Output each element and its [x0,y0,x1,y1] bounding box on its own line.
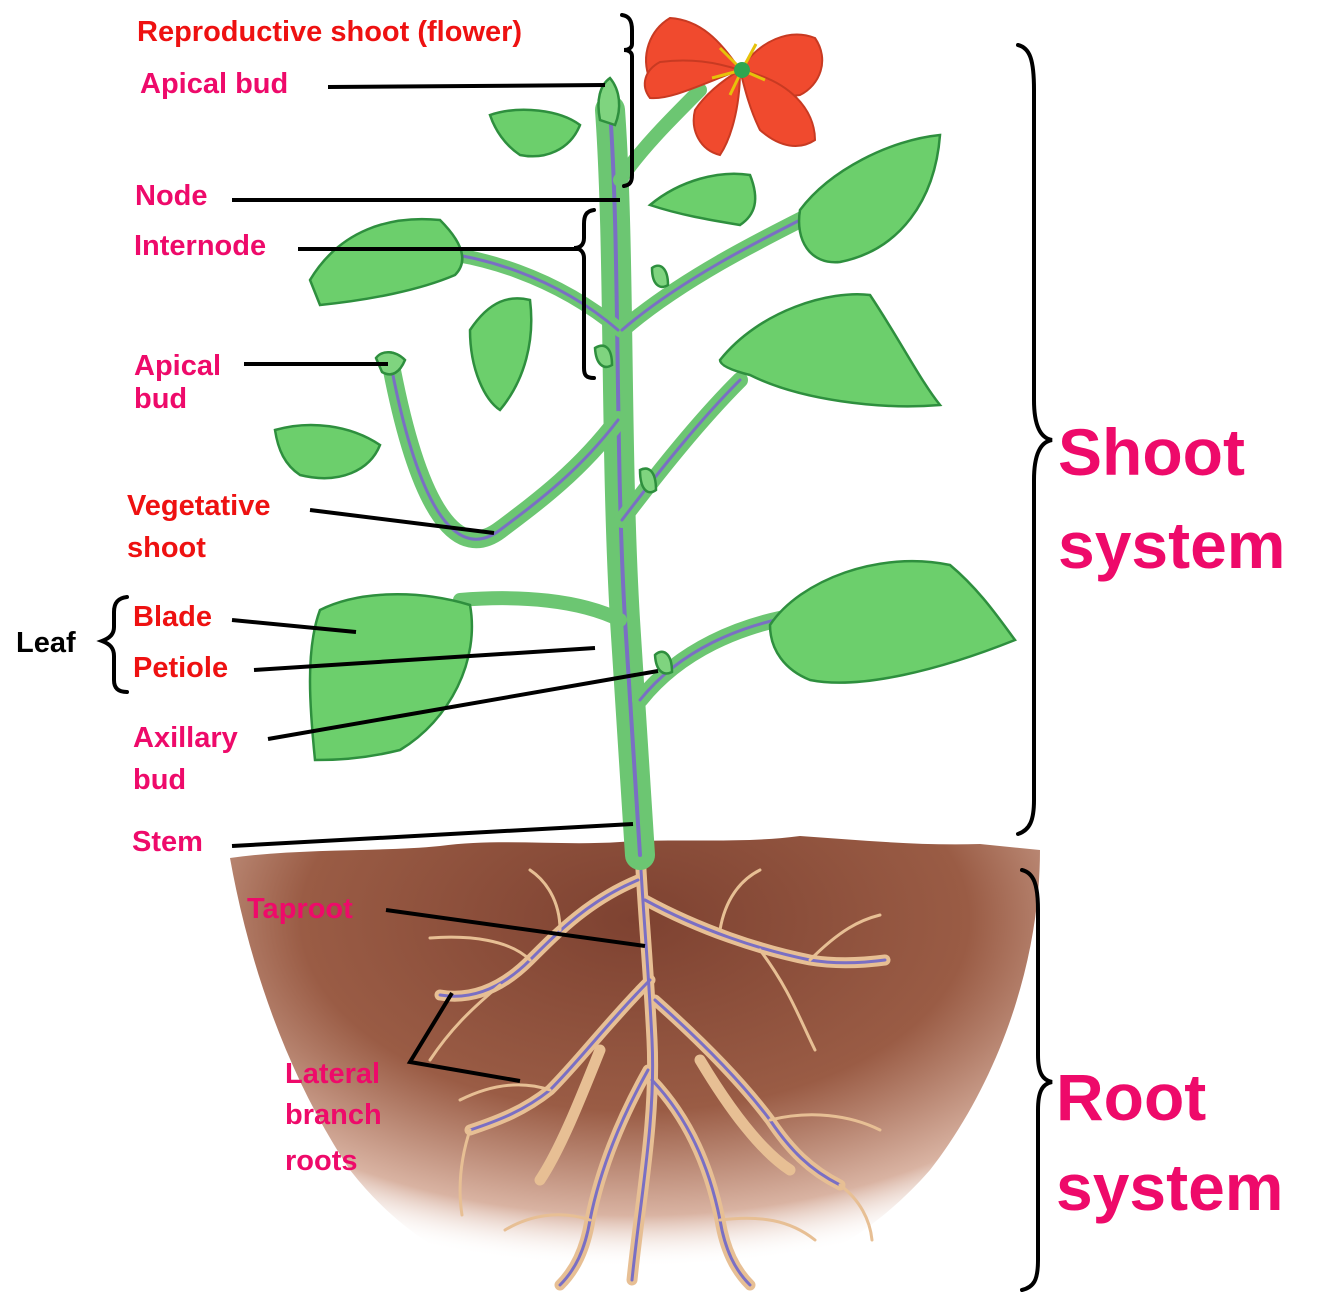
leader-apical-bud-top [328,85,605,87]
shoot-system-brace [1018,45,1052,834]
label-taproot: Taproot [247,893,353,925]
label-stem: Stem [132,826,203,858]
label-shoot-system-line2: system [1058,508,1286,582]
label-apical-bud-side-line2: bud [134,383,187,415]
label-lateral-roots-line2: branch [285,1099,382,1131]
label-root-system-line1: Root [1056,1060,1206,1134]
label-blade: Blade [133,601,212,633]
label-vegetative-shoot-line2: shoot [127,532,206,564]
label-lateral-roots-line1: Lateral [285,1058,380,1090]
label-shoot-system-line1: Shoot [1058,415,1245,489]
label-root-system-line2: system [1056,1150,1284,1224]
label-petiole: Petiole [133,652,228,684]
label-lateral-roots-line3: roots [285,1145,358,1177]
label-reproductive-shoot: Reproductive shoot (flower) [137,16,522,48]
label-vegetative-shoot-line1: Vegetative [127,490,270,522]
leaves [275,78,1015,760]
leader-vegetative-shoot [310,510,494,533]
label-node: Node [135,180,208,212]
label-internode: Internode [134,230,266,262]
flower-drawing [645,18,822,155]
leader-stem [232,824,633,846]
label-apical-bud-top: Apical bud [140,68,288,100]
label-axillary-bud-line2: bud [133,764,186,796]
label-apical-bud-side-line1: Apical [134,350,221,382]
leaf-brace [102,597,127,692]
label-leaf: Leaf [16,627,76,659]
label-axillary-bud-line1: Axillary [133,722,238,754]
